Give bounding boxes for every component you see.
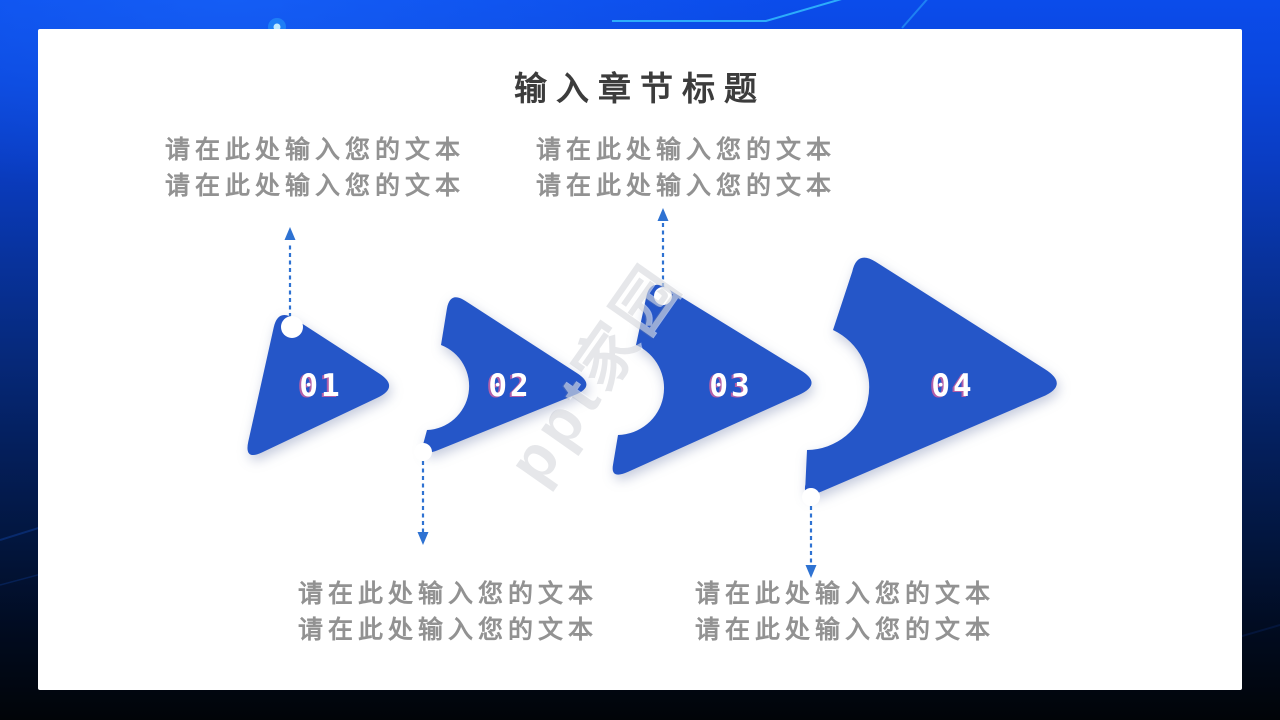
slide-card: 输入章节标题 请在此处输入您的文本 请在此处输入您的文本 请在此处输入您的文本 …	[38, 29, 1242, 690]
step-01-text-block: 请在此处输入您的文本 请在此处输入您的文本	[165, 136, 495, 208]
placeholder-text-line: 请在此处输入您的文本	[695, 616, 996, 644]
step-shape-01	[247, 314, 390, 456]
step-03-text-block: 请在此处输入您的文本 请在此处输入您的文本	[536, 136, 866, 208]
step-shape-02	[423, 297, 587, 453]
background-circuit-line	[901, 0, 928, 29]
slide-title: 输入章节标题	[514, 70, 766, 107]
placeholder-text-line: 请在此处输入您的文本	[536, 136, 837, 164]
step-shapes: 01 02 03 04	[247, 257, 1057, 506]
placeholder-text-line: 请在此处输入您的文本	[536, 172, 837, 200]
arrow-down-icon-02	[417, 532, 429, 545]
placeholder-text-line: 请在此处输入您的文本	[165, 172, 466, 200]
placeholder-text-line: 请在此处输入您的文本	[695, 580, 996, 608]
step-shape-03	[612, 284, 812, 475]
background-circuit-line	[612, 0, 842, 22]
step-shape-04	[804, 257, 1057, 495]
connector-dot-03	[654, 287, 672, 305]
step-number-02: 02	[488, 368, 531, 404]
arrow-down-icon-04	[805, 565, 817, 578]
step-number-04: 04	[931, 368, 974, 404]
connectors	[284, 208, 817, 578]
step-number-01: 01	[299, 368, 342, 404]
placeholder-text-line: 请在此处输入您的文本	[298, 580, 599, 608]
arrow-up-icon-03	[657, 208, 669, 221]
arrow-up-icon-01	[284, 227, 296, 240]
background-glow	[273, 23, 281, 31]
placeholder-text-line: 请在此处输入您的文本	[165, 136, 466, 164]
placeholder-text-line: 请在此处输入您的文本	[298, 616, 599, 644]
step-02-text-block: 请在此处输入您的文本 请在此处输入您的文本	[298, 580, 628, 652]
connector-dot-01	[281, 316, 303, 338]
step-number-03: 03	[709, 368, 752, 404]
connector-dot-02	[414, 443, 432, 461]
step-04-text-block: 请在此处输入您的文本 请在此处输入您的文本	[695, 580, 1025, 652]
connector-dot-04	[802, 488, 820, 506]
